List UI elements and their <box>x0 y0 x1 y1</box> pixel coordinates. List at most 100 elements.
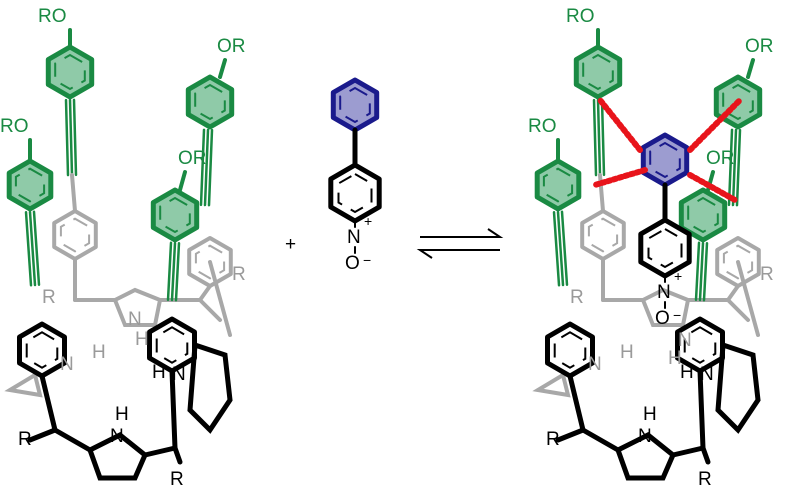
green-phenyl-ring-mid-left <box>534 158 582 212</box>
alkyne-top-left <box>68 98 74 177</box>
black-pyrrole-ring <box>86 432 149 481</box>
r-label: R <box>170 469 184 490</box>
r-label: R <box>18 429 32 450</box>
bond <box>169 368 178 451</box>
bond <box>746 58 755 79</box>
alkyne-mid-left <box>24 211 33 287</box>
h-label: H <box>680 362 694 383</box>
black-indole-ring <box>715 341 761 434</box>
bond <box>670 445 706 458</box>
h-label: H <box>643 404 657 425</box>
h-label: H <box>620 342 634 363</box>
bond <box>726 284 740 302</box>
gray-pyrrole-ring <box>640 287 691 327</box>
alkyne-top-left <box>600 98 606 177</box>
gray-phenyl-ring-right-inner <box>194 244 226 280</box>
ch-pi-interaction <box>687 97 743 153</box>
n-label: N <box>172 364 186 385</box>
black-pyrrole-ring <box>614 432 677 481</box>
bond <box>736 260 760 337</box>
r-label: R <box>42 287 56 308</box>
bond <box>208 260 232 337</box>
plus-charge: + <box>674 268 682 284</box>
black-phenyl-ring-right-inner <box>683 326 717 364</box>
gray-pyrrole-ring <box>112 287 163 327</box>
black-phenyl-ring-left-inner <box>25 331 59 369</box>
bond <box>70 173 77 213</box>
green-phenyl-ring-top-left <box>573 44 623 100</box>
plus-sign: + <box>285 234 296 255</box>
alkyne-top-right <box>207 128 214 207</box>
ch-pi-interaction <box>687 172 738 203</box>
bond <box>172 445 183 465</box>
green-phenyl-ring-top-right <box>185 74 235 130</box>
alkyne-mid-right <box>166 241 173 302</box>
bond <box>555 427 586 443</box>
gray-phenyl-ring-left-inner <box>59 217 91 253</box>
green-phenyl-ring-top-right-inner <box>722 83 754 121</box>
h-label: H <box>115 404 129 425</box>
h-label: H <box>92 342 106 363</box>
bond <box>567 373 586 433</box>
or-label: OR <box>217 36 246 57</box>
black-phenyl-ring-left-inner <box>553 331 587 369</box>
bond <box>580 427 621 453</box>
green-phenyl-ring-mid-left-inner <box>14 167 46 203</box>
n-plus-label: N <box>347 227 361 248</box>
alkyne-top-right <box>735 128 742 207</box>
bond <box>198 298 222 322</box>
alkyne-top-right <box>731 128 738 207</box>
green-phenyl-ring-mid-right <box>678 187 728 243</box>
alkyne-top-right <box>727 128 734 207</box>
alkyne-mid-right <box>174 241 181 302</box>
ch-pi-interaction <box>592 167 648 188</box>
blue-phenyl-ring-inner <box>649 141 681 179</box>
bond <box>697 368 706 451</box>
alkyne-top-left <box>592 98 598 177</box>
bond <box>142 445 178 458</box>
green-phenyl-ring-mid-left <box>6 158 54 212</box>
alkyne-top-left <box>72 98 78 177</box>
minus-charge: − <box>673 307 681 323</box>
gray-phenyl-ring-right-inner <box>722 244 754 280</box>
bond <box>198 284 212 302</box>
green-phenyl-ring-top-left-inner <box>54 53 86 91</box>
n-label: N <box>60 354 74 375</box>
pyridine-ring-inner <box>647 227 683 269</box>
alkyne-mid-left <box>560 210 569 286</box>
alkyne-mid-right <box>702 241 709 302</box>
n-label: N <box>700 364 714 385</box>
green-phenyl-ring-top-left-inner <box>582 53 614 91</box>
alkyne-mid-right <box>170 241 177 302</box>
o-label: O <box>345 253 360 274</box>
h-label: H <box>152 362 166 383</box>
plus-charge: + <box>364 213 372 229</box>
r-label: R <box>546 429 560 450</box>
bond <box>218 58 227 79</box>
bond <box>726 298 750 322</box>
alkyne-mid-right <box>694 241 701 302</box>
bond <box>39 373 58 433</box>
alkyne-top-right <box>203 128 210 207</box>
guest-molecule: N+O− <box>328 77 382 274</box>
ro-label: RO <box>528 116 557 137</box>
alkyne-mid-left <box>28 210 37 287</box>
alkyne-mid-left <box>552 211 561 287</box>
green-phenyl-ring-mid-right-inner <box>159 196 191 234</box>
h-label: H <box>135 329 149 350</box>
gray-back-pyrrole <box>4 371 43 398</box>
n-label: N <box>678 330 692 351</box>
bond <box>52 427 93 453</box>
green-phenyl-ring-mid-right-inner <box>687 196 719 234</box>
or-label: OR <box>178 148 207 169</box>
n-plus-label: N <box>657 282 671 303</box>
n-label: N <box>638 426 652 447</box>
n-label: N <box>110 426 124 447</box>
o-label: O <box>655 308 670 329</box>
green-phenyl-ring-top-left <box>45 44 95 100</box>
gray-phenyl-ring-left-inner <box>587 217 619 253</box>
green-phenyl-ring-mid-right <box>150 187 200 243</box>
alkyne-mid-left <box>32 210 41 286</box>
